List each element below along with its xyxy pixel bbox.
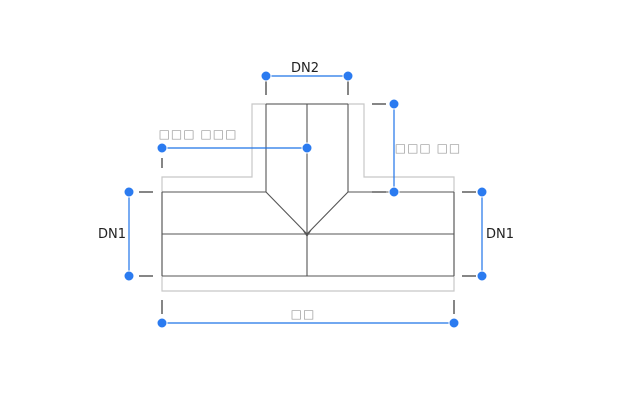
- total-length-handle-left[interactable]: [156, 317, 168, 329]
- dimension-dn1-right[interactable]: DN1: [476, 186, 514, 282]
- dn1-left-handle-top[interactable]: [123, 186, 135, 198]
- fitting-outline: [161, 103, 455, 292]
- dimension-center-to-end[interactable]: □□□ □□□: [156, 127, 313, 154]
- branch-pipe: [265, 103, 349, 276]
- dn2-label: DN2: [291, 61, 319, 76]
- dimension-total-length[interactable]: □□: [156, 307, 460, 329]
- dn1-right-handle-bottom[interactable]: [476, 270, 488, 282]
- branch-length-handle-bottom[interactable]: [388, 186, 400, 198]
- branch-length-label: □□□ □□: [395, 141, 462, 155]
- dn1-right-handle-top[interactable]: [476, 186, 488, 198]
- center-to-end-handle-right[interactable]: [301, 142, 313, 154]
- center-to-end-label: □□□ □□□: [159, 127, 238, 141]
- total-length-handle-right[interactable]: [448, 317, 460, 329]
- dimension-dn2[interactable]: DN2: [260, 61, 354, 82]
- total-length-label: □□: [291, 307, 316, 321]
- dn2-handle-right[interactable]: [342, 70, 354, 82]
- dimension-branch-length[interactable]: □□□ □□: [388, 98, 462, 198]
- dimension-dn1-left[interactable]: DN1: [98, 186, 135, 282]
- center-to-end-handle-left[interactable]: [156, 142, 168, 154]
- dn1-left-label: DN1: [98, 227, 126, 242]
- dn1-right-label: DN1: [486, 227, 514, 242]
- dn1-left-handle-bottom[interactable]: [123, 270, 135, 282]
- branch-length-handle-top[interactable]: [388, 98, 400, 110]
- dn2-handle-left[interactable]: [260, 70, 272, 82]
- main-pipe: [161, 191, 455, 277]
- extension-lines: [139, 80, 476, 314]
